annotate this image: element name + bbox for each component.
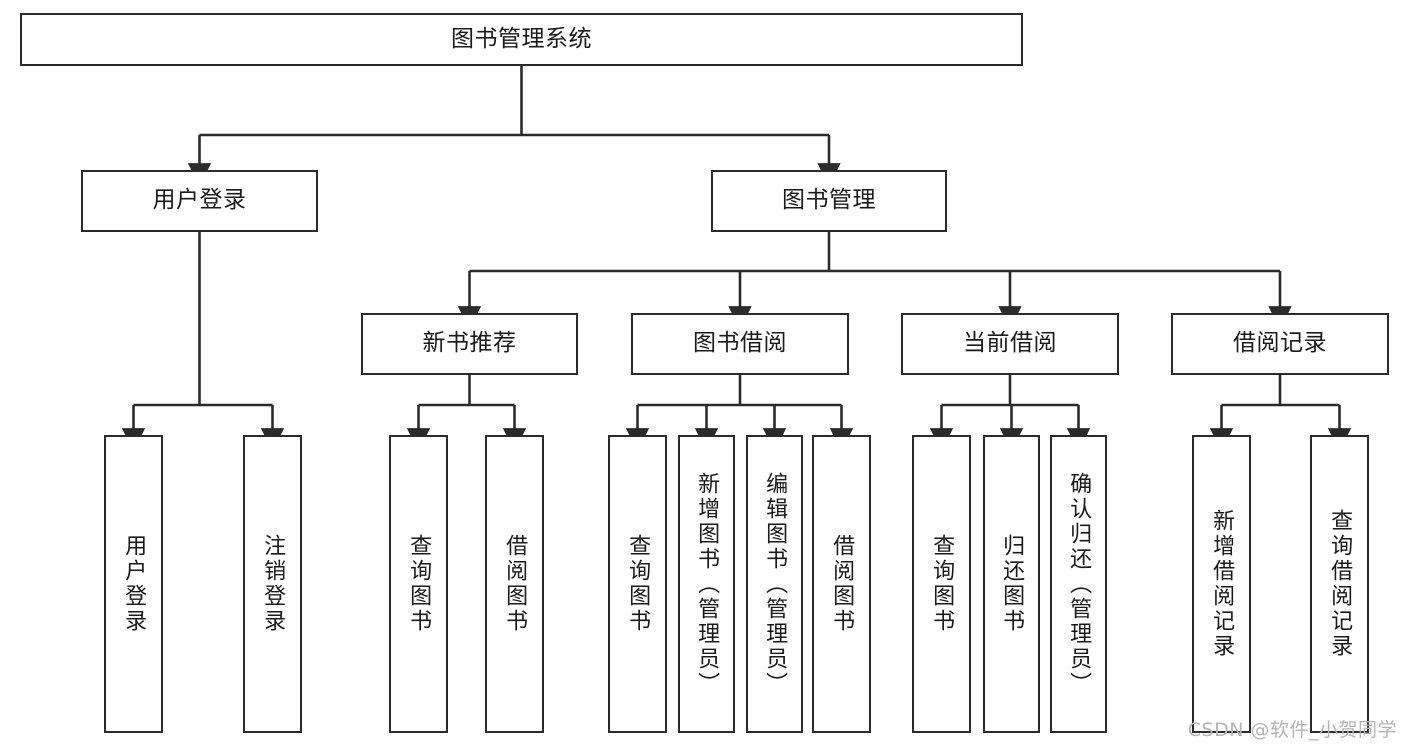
node-label: 借阅图书 xyxy=(829,534,855,634)
node-label: 查询图书 xyxy=(406,534,432,634)
node-leaf-borrow-3[interactable]: 编辑图书（管理员） xyxy=(746,435,803,733)
node-label: 借阅记录 xyxy=(1233,330,1327,357)
node-leaf-borrow-4[interactable]: 借阅图书 xyxy=(812,435,871,733)
node-label: 归还图书 xyxy=(999,534,1025,634)
node-label: 图书管理 xyxy=(782,187,876,214)
node-label: 图书借阅 xyxy=(693,330,787,357)
node-leaf-borrow-2[interactable]: 新增图书（管理员） xyxy=(678,435,735,733)
node-label: 新增图书（管理员） xyxy=(694,471,720,697)
node-label: 用户登录 xyxy=(152,187,247,214)
node-label: 用户登录 xyxy=(121,534,147,634)
node-leaf-rec-2[interactable]: 查询借阅记录 xyxy=(1310,435,1369,733)
node-label: 编辑图书（管理员） xyxy=(762,471,788,697)
node-label: 查询图书 xyxy=(625,534,651,634)
node-records[interactable]: 借阅记录 xyxy=(1171,313,1389,375)
node-leaf-login-1[interactable]: 用户登录 xyxy=(104,435,163,733)
node-label: 注销登录 xyxy=(260,534,286,634)
node-leaf-cur-2[interactable]: 归还图书 xyxy=(983,435,1040,733)
node-leaf-cur-3[interactable]: 确认归还（管理员） xyxy=(1050,435,1107,733)
node-label: 借阅图书 xyxy=(502,534,528,634)
node-bookmgmt[interactable]: 图书管理 xyxy=(711,170,947,232)
node-leaf-new-2[interactable]: 借阅图书 xyxy=(485,435,544,733)
node-current[interactable]: 当前借阅 xyxy=(901,313,1119,375)
node-leaf-login-2[interactable]: 注销登录 xyxy=(243,435,302,733)
node-label: 新增借阅记录 xyxy=(1209,509,1235,659)
node-label: 当前借阅 xyxy=(963,330,1057,357)
node-newbook[interactable]: 新书推荐 xyxy=(361,313,578,375)
node-root[interactable]: 图书管理系统 xyxy=(20,13,1023,66)
node-label: 查询图书 xyxy=(929,534,955,634)
node-leaf-cur-1[interactable]: 查询图书 xyxy=(912,435,971,733)
node-label: 新书推荐 xyxy=(422,330,517,357)
node-borrow[interactable]: 图书借阅 xyxy=(631,313,849,375)
node-label: 图书管理系统 xyxy=(451,25,592,52)
node-leaf-rec-1[interactable]: 新增借阅记录 xyxy=(1192,435,1251,733)
node-leaf-borrow-1[interactable]: 查询图书 xyxy=(608,435,667,733)
node-leaf-new-1[interactable]: 查询图书 xyxy=(389,435,448,733)
node-label: 查询借阅记录 xyxy=(1327,509,1353,659)
node-label: 确认归还（管理员） xyxy=(1066,471,1092,697)
node-login[interactable]: 用户登录 xyxy=(81,170,318,232)
